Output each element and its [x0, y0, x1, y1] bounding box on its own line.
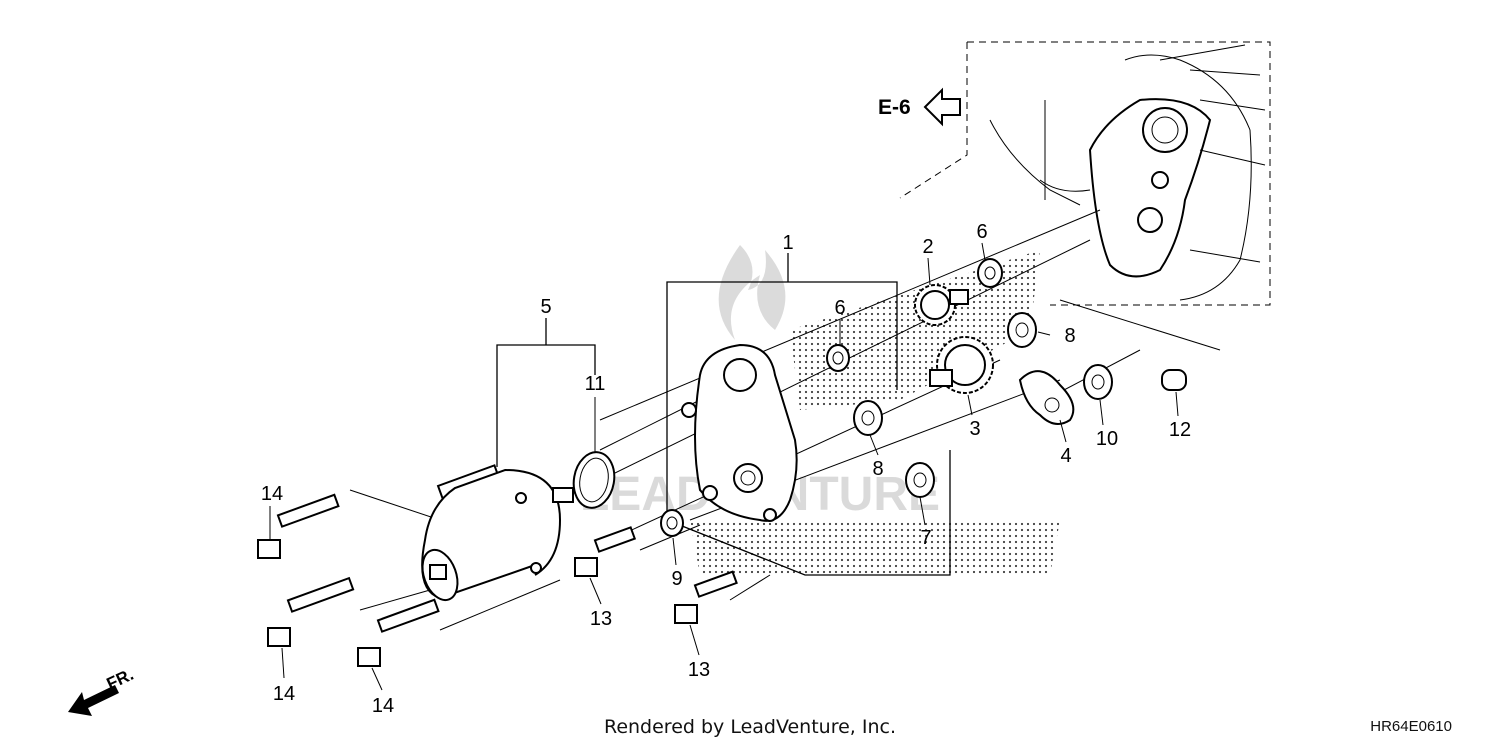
callout-8-lower[interactable]: 8 [872, 458, 883, 480]
callout-3[interactable]: 3 [969, 418, 980, 440]
callout-13-right[interactable]: 13 [688, 659, 710, 681]
motor-assembly[interactable] [416, 464, 574, 605]
bearings [660, 258, 1187, 537]
o-ring[interactable] [569, 449, 618, 511]
bearing-6-lower[interactable] [826, 344, 850, 372]
callouts: 1 2 3 4 5 6 6 7 8 8 9 10 11 12 13 13 14 … [261, 221, 1191, 717]
bearing-8-lower[interactable] [853, 400, 883, 436]
front-arrow-icon [68, 685, 119, 716]
washer-9[interactable] [660, 509, 684, 537]
bolt-13-left[interactable] [574, 526, 637, 577]
callout-2[interactable]: 2 [922, 236, 933, 258]
callout-14-bottom[interactable]: 14 [372, 695, 394, 717]
callout-9[interactable]: 9 [671, 568, 682, 590]
callout-14-top[interactable]: 14 [261, 483, 283, 505]
callout-8-upper[interactable]: 8 [1064, 325, 1075, 347]
callout-6-upper[interactable]: 6 [976, 221, 987, 243]
bolts [257, 493, 738, 667]
callout-10[interactable]: 10 [1096, 428, 1118, 450]
bolt-13-right[interactable] [674, 570, 738, 624]
dowel-pin-12[interactable] [1161, 369, 1187, 391]
o-ring-inner [579, 457, 609, 503]
bearing-10[interactable] [1083, 364, 1113, 400]
bolt-14-top[interactable] [257, 493, 340, 559]
callout-5[interactable]: 5 [540, 296, 551, 318]
callout-6-lower[interactable]: 6 [834, 297, 845, 319]
gear-3[interactable] [929, 336, 994, 394]
gear-cover[interactable] [681, 343, 798, 522]
engine-case-box [899, 41, 1271, 306]
diagram-code: HR64E0610 [1370, 718, 1452, 735]
callout-13-left[interactable]: 13 [590, 608, 612, 630]
callout-11[interactable]: 11 [585, 373, 606, 395]
shift-arm[interactable] [1018, 370, 1075, 425]
left-arrow-icon [923, 87, 961, 127]
bracket-1 [666, 253, 951, 576]
shading [690, 250, 1060, 575]
bolt-14-bottom[interactable] [357, 598, 440, 667]
bearing-8-upper[interactable] [1007, 312, 1037, 348]
callout-1[interactable]: 1 [782, 232, 793, 254]
callout-14-middle[interactable]: 14 [273, 683, 295, 705]
bracket-5 [496, 318, 596, 467]
front-direction-indicator: FR. [68, 665, 137, 716]
reference-e6[interactable]: E-6 [878, 87, 961, 127]
bearing-7[interactable] [905, 462, 935, 498]
callout-leaders [269, 242, 1179, 691]
bolt-14-middle[interactable] [267, 576, 355, 647]
callout-12[interactable]: 12 [1169, 419, 1191, 441]
callout-4[interactable]: 4 [1060, 445, 1071, 467]
gear-2[interactable] [914, 284, 969, 326]
bearing-6-upper[interactable] [977, 258, 1003, 288]
reference-label: E-6 [878, 96, 911, 119]
callout-7[interactable]: 7 [920, 527, 931, 549]
rendered-by-credit: Rendered by LeadVenture, Inc. [603, 716, 897, 738]
